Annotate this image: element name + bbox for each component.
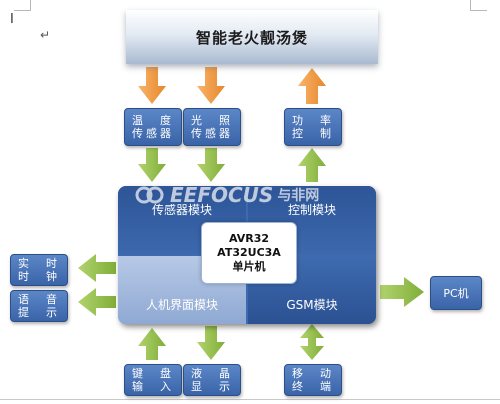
power-control-label: 功 率 控 制: [292, 114, 334, 140]
green-up-arrow-keyboard: [138, 328, 166, 360]
light-sensor-label: 光 照 传感器: [191, 114, 233, 140]
mcu-line-3: 单片机: [232, 260, 266, 273]
voice-prompt-box: 语 音 提 示: [10, 290, 68, 322]
temperature-sensor-label: 温 度 传感器: [132, 114, 174, 140]
mobile-terminal-label: 移 动 终 端: [292, 367, 334, 393]
hmi-module-label: 人机界面模块: [145, 297, 218, 312]
page-corner-mark: [14, 0, 31, 11]
mcu-line-1: AVR32: [228, 232, 270, 245]
diagram-title: 智能老火靓汤煲: [195, 28, 308, 47]
realtime-clock-box: 实 时 时 钟: [10, 254, 68, 286]
page-bottom-edge: [0, 399, 500, 400]
light-sensor-box: 光 照 传感器: [183, 108, 241, 146]
green-up-arrow-power: [298, 148, 326, 182]
power-control-box: 功 率 控 制: [284, 108, 342, 146]
title-banner: 智能老火靓汤煲: [126, 10, 378, 64]
temperature-sensor-box: 温 度 传感器: [124, 108, 182, 146]
pc-box: PC机: [430, 276, 482, 310]
pc-label: PC机: [443, 287, 469, 300]
green-down-arrow-1: [138, 148, 166, 182]
orange-down-arrow-1: [138, 67, 166, 104]
orange-down-arrow-2: [197, 67, 225, 104]
realtime-clock-label: 实 时 时 钟: [18, 257, 60, 283]
page-corner-mark-right: [470, 0, 487, 11]
mcu-box: AVR32 AT32UC3A 单片机: [201, 222, 297, 284]
control-module-label: 控制模块: [287, 202, 336, 217]
green-bidir-arrow-mobile: [300, 324, 324, 360]
lcd-display-label: 液 晶 显 示: [191, 367, 233, 393]
orange-up-arrow: [298, 68, 326, 104]
green-down-arrow-2: [197, 148, 225, 182]
mobile-terminal-box: 移 动 终 端: [284, 364, 342, 396]
keyboard-input-label: 键 盘 输 入: [132, 367, 174, 393]
green-left-arrow-clock: [78, 254, 116, 282]
text-cursor-icon: I: [10, 12, 14, 27]
green-down-arrow-lcd: [197, 326, 225, 360]
voice-prompt-label: 语 音 提 示: [18, 293, 60, 319]
lcd-display-box: 液 晶 显 示: [183, 364, 241, 396]
gsm-module-label: GSM模块: [286, 297, 338, 312]
green-right-arrow-pc: [380, 277, 424, 307]
keyboard-input-box: 键 盘 输 入: [124, 364, 182, 396]
green-left-arrow-voice: [78, 288, 116, 316]
mcu-line-2: AT32UC3A: [217, 246, 281, 259]
paragraph-mark: ↵: [40, 28, 51, 42]
sensor-module-label: 传感器模块: [151, 202, 212, 217]
